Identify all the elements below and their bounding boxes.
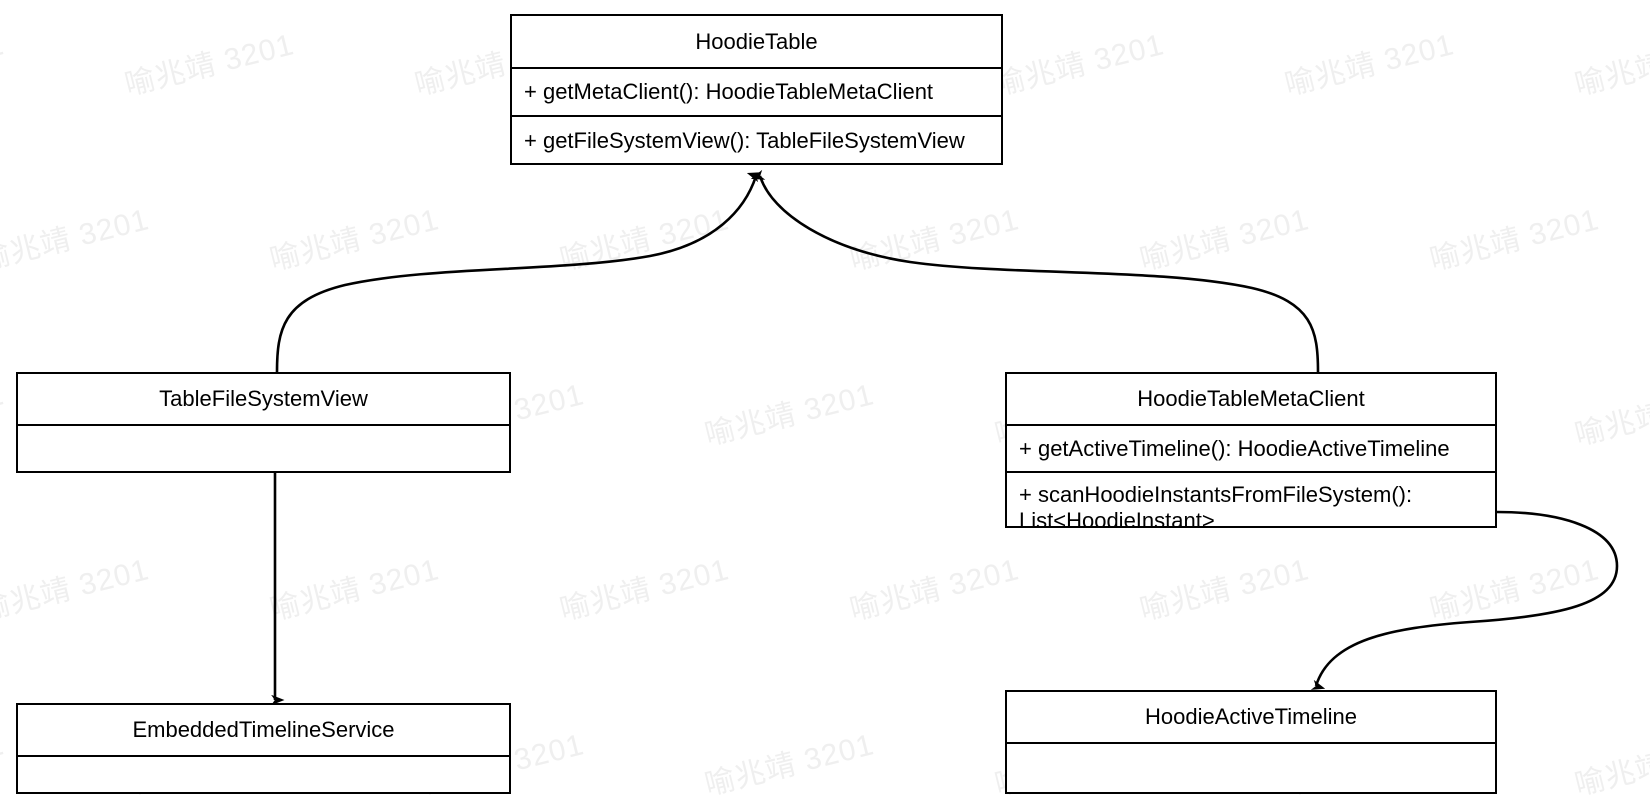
class-method-hoodietablemetaclient-1: + scanHoodieInstantsFromFileSystem(): Li… — [1019, 482, 1413, 533]
watermark-text: 喻兆靖 3201 — [1136, 553, 1313, 628]
watermark-text: 喻兆靖 3201 — [991, 28, 1168, 103]
class-box-hoodietablemetaclient[interactable]: HoodieTableMetaClient + getActiveTimelin… — [1005, 372, 1497, 533]
watermark-text: 喻兆靖 3201 — [121, 28, 298, 103]
class-box-hoodieactivetimeline[interactable]: HoodieActiveTimeline — [1005, 690, 1497, 794]
edge-hoodietablemetaclient-to-hoodietable — [750, 169, 1320, 373]
class-method-hoodietablemetaclient-0: + getActiveTimeline(): HoodieActiveTimel… — [1007, 426, 1495, 473]
watermark-text: 喻兆靖 3201 — [1136, 203, 1313, 278]
watermark-text: 喻兆靖 3201 — [0, 203, 153, 278]
watermark-text: 喻兆靖 3201 — [846, 553, 1023, 628]
watermark-text: 喻兆靖 3201 — [1281, 28, 1458, 103]
watermark-text: 喻兆靖 3201 — [266, 203, 443, 278]
watermark-text: 喻兆靖 3201 — [701, 728, 878, 803]
watermark-text: 喻兆靖 3201 — [0, 28, 8, 102]
edge-tablefilesystemview-to-hoodietable — [275, 172, 762, 373]
watermark-text: 喻兆靖 3201 — [266, 553, 443, 628]
class-box-hoodietable[interactable]: HoodieTable + getMetaClient(): HoodieTab… — [510, 14, 1003, 165]
watermark-text: 喻兆靖 3201 — [1571, 28, 1650, 103]
class-method-hoodieactivetimeline-0 — [1007, 744, 1495, 792]
class-title-hoodietable: HoodieTable — [512, 16, 1001, 69]
watermark-text: 喻兆靖 3201 — [846, 203, 1023, 278]
watermark-text: 喻兆靖 3201 — [0, 728, 8, 802]
class-title-hoodieactivetimeline: HoodieActiveTimeline — [1007, 692, 1495, 744]
watermark-text: 喻兆靖 3201 — [1571, 728, 1650, 803]
class-title-embeddedtimelineservice: EmbeddedTimelineService — [18, 705, 509, 757]
watermark-text: 喻兆靖 3201 — [556, 203, 733, 278]
class-method-tablefilesystemview-0 — [18, 426, 509, 471]
class-method-embeddedtimelineservice-0 — [18, 757, 509, 795]
class-title-tablefilesystemview: TableFileSystemView — [18, 374, 509, 426]
watermark-text: 喻兆靖 3201 — [1571, 378, 1650, 453]
class-method-hoodietable-1: + getFileSystemView(): TableFileSystemVi… — [524, 128, 965, 153]
watermark-text: 喻兆靖 3201 — [1426, 553, 1603, 628]
watermark-text: 喻兆靖 3201 — [0, 553, 153, 628]
class-box-tablefilesystemview[interactable]: TableFileSystemView — [16, 372, 511, 473]
class-method-hoodietable-0: + getMetaClient(): HoodieTableMetaClient — [512, 69, 1001, 117]
watermark-text: 喻兆靖 3201 — [0, 378, 8, 452]
class-title-hoodietablemetaclient: HoodieTableMetaClient — [1007, 374, 1495, 426]
edge-hoodietablemetaclient-to-hoodieactivetimeline — [1310, 510, 1619, 690]
watermark-text: 喻兆靖 3201 — [556, 553, 733, 628]
watermark-text: 喻兆靖 3201 — [701, 378, 878, 453]
class-box-embeddedtimelineservice[interactable]: EmbeddedTimelineService — [16, 703, 511, 794]
watermark-text: 喻兆靖 3201 — [1426, 203, 1603, 278]
